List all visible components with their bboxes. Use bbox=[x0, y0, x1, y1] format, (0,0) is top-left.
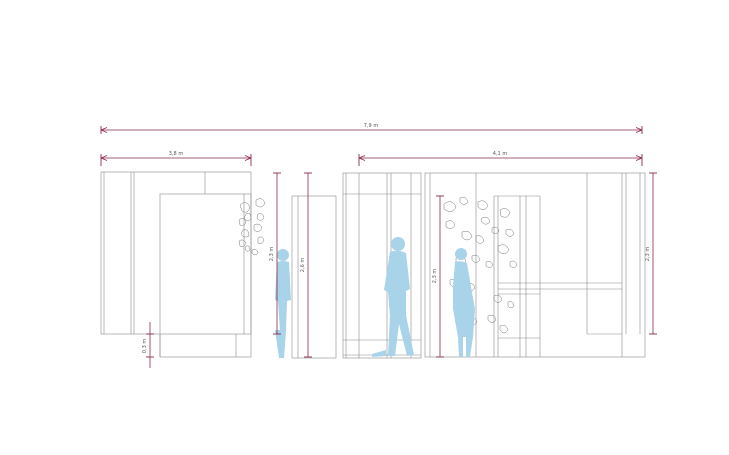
dimension-height-far-right: 2,3 m bbox=[645, 172, 657, 335]
dimension-label-height-middle: 2,6 m bbox=[300, 258, 306, 273]
right-volume bbox=[424, 172, 646, 358]
dimension-height-middle: 2,6 m bbox=[300, 172, 312, 358]
dimension-label-total: 7,9 m bbox=[364, 123, 379, 129]
dimension-label-height-right-inner: 2,3 m bbox=[432, 269, 438, 284]
dimension-left-width: 3,8 m bbox=[100, 151, 252, 166]
dimension-right-width: 4,1 m bbox=[358, 151, 643, 166]
perforated-panel-left bbox=[238, 198, 266, 256]
dimension-total-width: 7,9 m bbox=[100, 123, 643, 134]
dimension-label-floor-offset: 0,3 m bbox=[142, 339, 148, 354]
person-walking-figure bbox=[372, 237, 414, 357]
dimension-floor-offset: 0,3 m bbox=[142, 322, 154, 368]
dimension-height-right-inner: 2,3 m bbox=[432, 195, 444, 358]
left-volume bbox=[100, 171, 252, 358]
dimension-label-height-far-right: 2,3 m bbox=[645, 247, 651, 262]
dimension-height-left: 2,3 m bbox=[269, 172, 281, 335]
person-standing-figure bbox=[275, 249, 291, 358]
person-dress-figure bbox=[453, 248, 475, 357]
dimension-label-right: 4,1 m bbox=[493, 151, 508, 157]
dimension-label-left: 3,8 m bbox=[169, 151, 184, 157]
dimension-label-height-left: 2,3 m bbox=[269, 247, 275, 262]
